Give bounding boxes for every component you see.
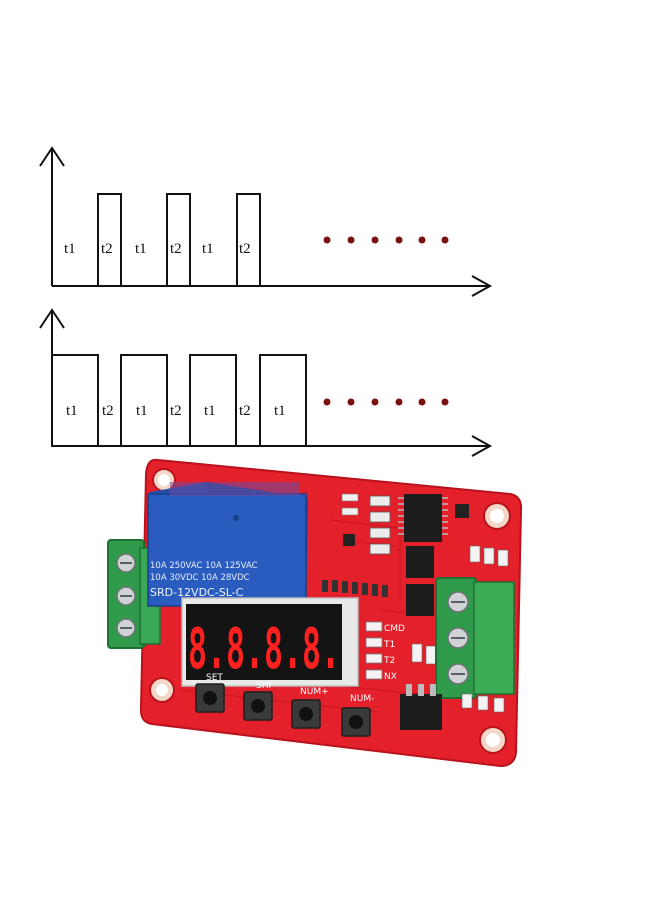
waveform-label: t1 — [136, 403, 148, 419]
relay-model: SRD-12VDC-SL-C — [150, 586, 244, 599]
button-label: SHI — [256, 681, 271, 691]
waveform-bottom-continuation-dots — [323, 398, 449, 406]
waveform-label: t1 — [135, 241, 147, 257]
set-button[interactable]: SET — [195, 673, 225, 713]
smd-components — [322, 493, 509, 597]
waveform-label: t2 — [102, 403, 114, 419]
waveform-label: t2 — [170, 241, 182, 257]
waveform-bottom-pulse — [120, 354, 168, 447]
waveform-label: t2 — [239, 403, 251, 419]
waveform-top-continuation-dots — [323, 236, 449, 244]
waveform-bottom-y-arrow — [39, 308, 65, 329]
screw-icon — [447, 627, 469, 649]
waveform-label: t1 — [202, 241, 214, 257]
relay-rating-line: 10A 250VAC 10A 125VAC — [150, 561, 258, 571]
relay-module-board: 10A 250VAC 10A 125VAC 10A 30VDC 10A 28VD… — [107, 458, 523, 768]
button-label: NUM- — [350, 694, 374, 704]
ic-chip — [406, 546, 434, 616]
num-plus-button[interactable]: NUM+ — [291, 687, 329, 729]
waveform-label: t1 — [274, 403, 286, 419]
num-minus-button[interactable]: NUM- — [341, 694, 374, 737]
waveform-bottom-pulse — [189, 354, 237, 447]
indicator-leds: CMD T1 T2 NX — [365, 621, 437, 682]
waveform-label: t1 — [66, 403, 78, 419]
indicator-label: T2 — [383, 656, 395, 666]
waveform-bottom: t1 t2 t1 t2 t1 t2 t1 — [39, 308, 493, 457]
indicator-label: CMD — [384, 624, 405, 634]
mounting-hole — [479, 726, 507, 754]
display-digits: 8.8.8.8. — [188, 617, 340, 682]
waveform-label: t1 — [64, 241, 76, 257]
voltage-regulator — [400, 684, 505, 730]
waveform-label: t2 — [170, 403, 182, 419]
shift-button[interactable]: SHI — [243, 681, 273, 721]
waveform-bottom-pulse — [51, 354, 99, 447]
waveform-bottom-pulse — [259, 354, 307, 447]
ic-chip — [398, 494, 448, 542]
waveform-top-pulse — [97, 193, 122, 287]
mounting-hole — [149, 677, 175, 703]
waveform-label: t2 — [239, 241, 251, 257]
button-label: NUM+ — [300, 687, 329, 697]
waveform-top-y-arrow — [39, 146, 65, 167]
screw-icon — [116, 553, 136, 573]
indicator-label: T1 — [383, 640, 395, 650]
waveform-top-pulse — [236, 193, 261, 287]
seven-segment-display: 8.8.8.8. — [181, 597, 359, 687]
waveform-top: t1 t2 t1 t2 t1 t2 — [39, 146, 493, 297]
indicator-label: NX — [384, 672, 397, 682]
screw-icon — [447, 663, 469, 685]
waveform-top-pulse — [166, 193, 191, 287]
button-label: SET — [206, 673, 223, 683]
right-terminal-block — [435, 577, 515, 699]
screw-icon — [116, 586, 136, 606]
waveform-bottom-x-arrow — [471, 435, 493, 457]
relay-rating-line: 10A 30VDC 10A 28VDC — [150, 573, 250, 583]
mounting-hole — [483, 502, 511, 530]
waveform-top-x-arrow — [471, 275, 493, 297]
screw-icon — [447, 591, 469, 613]
waveform-label: t1 — [204, 403, 216, 419]
mounting-hole — [152, 468, 176, 492]
screw-icon — [116, 618, 136, 638]
waveform-label: t2 — [101, 241, 113, 257]
relay: 10A 250VAC 10A 125VAC 10A 30VDC 10A 28VD… — [147, 482, 308, 608]
